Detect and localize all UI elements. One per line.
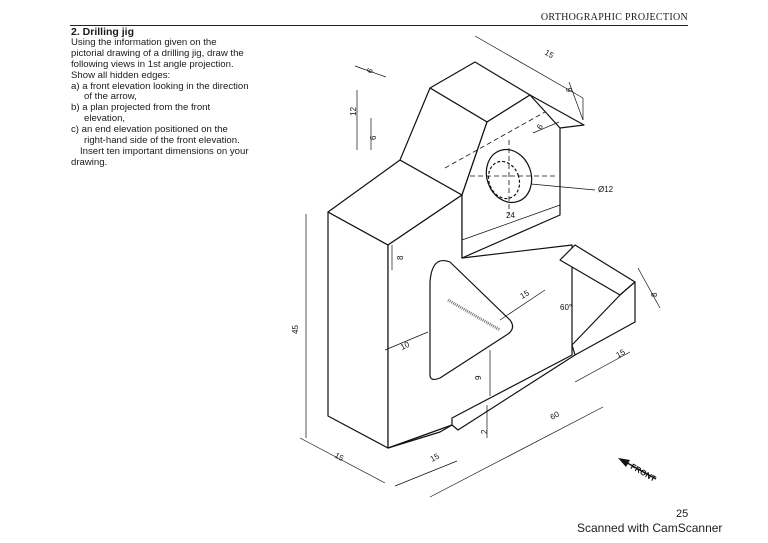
item-b: b) a plan projected from the front (71, 102, 211, 114)
intro-line: Using the information given on the (71, 36, 217, 48)
question-text: 2. Drilling jig Using the information gi… (71, 27, 276, 169)
question-title: 2. Drilling jig (71, 26, 135, 38)
dim-45: 45 (291, 325, 300, 334)
dim-9: 9 (474, 375, 483, 380)
dim-24: 24 (506, 211, 515, 220)
dim-6-left: 6 (369, 135, 378, 140)
dim-6-top-left: 6 (365, 66, 375, 75)
section-title: ORTHOGRAPHIC PROJECTION (540, 12, 688, 23)
item-c: c) an end elevation positioned on the (71, 124, 228, 136)
dim-8-right: 8 (650, 292, 659, 297)
dim-6-slot: 6 (535, 122, 545, 131)
front-arrow: FRONT (618, 458, 657, 484)
dim-60: 60 (549, 409, 562, 421)
intro-line: pictorial drawing of a drilling jig, dra… (71, 47, 244, 59)
dim-12: 12 (349, 107, 358, 116)
page-number: 25 (676, 508, 689, 520)
intro-line: following views in 1st angle projection. (71, 58, 234, 70)
item-c-cont: right-hand side of the front elevation. (84, 135, 240, 147)
dim-hole-diameter: Ø12 (598, 185, 614, 194)
outro-line: drawing. (71, 156, 108, 168)
block-front-face (327, 211, 389, 449)
item-a: a) a front elevation looking in the dire… (71, 80, 249, 92)
dim-15-right: 15 (615, 347, 628, 360)
dim-15-top: 15 (543, 48, 556, 61)
dim-10: 10 (399, 340, 411, 352)
scanner-watermark: Scanned with CamScanner (577, 521, 723, 535)
dim-6-right-top: 6 (565, 87, 574, 92)
front-arrow-label: FRONT (629, 462, 657, 484)
item-a-cont: of the arrow, (84, 91, 137, 103)
dim-60-angle: 60° (560, 303, 572, 312)
foot-front (571, 281, 636, 356)
hole-inner (487, 160, 521, 200)
item-b-cont: elevation, (84, 113, 126, 125)
slot-hatch (447, 298, 501, 332)
dim-2: 2 (480, 429, 489, 434)
boss-edge (529, 94, 585, 129)
header-rule (70, 25, 688, 26)
dim-8-inner: 8 (396, 255, 405, 260)
triangular-slot (429, 260, 514, 381)
base-groove (387, 354, 576, 449)
dim-15-front: 15 (429, 451, 442, 463)
outro-line: Insert ten important dimensions on your (80, 145, 249, 157)
intro-line: Show all hidden edges: (71, 69, 171, 81)
